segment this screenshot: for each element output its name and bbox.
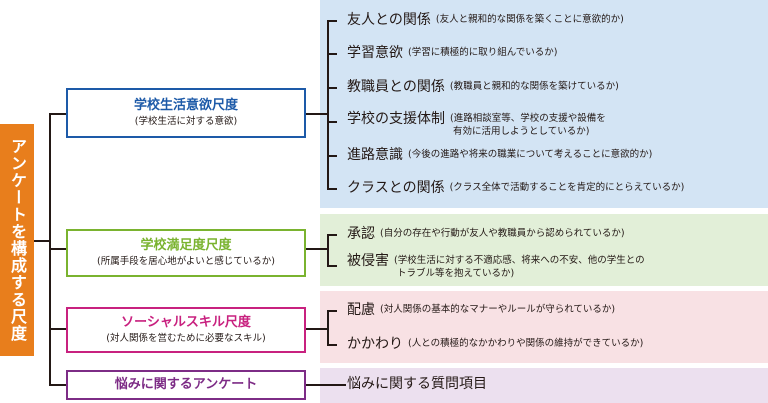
item-main: 配慮	[347, 302, 375, 318]
category-box-social-skills: ソーシャルスキル尺度 (対人関係を営むために必要なスキル)	[66, 307, 306, 353]
panel-worries	[320, 368, 768, 403]
item-main: 進路意識	[347, 147, 403, 163]
category-subtitle: (所属手段を居心地がよいと感じているか)	[97, 256, 275, 267]
cat1-tick	[327, 155, 337, 157]
item-main: クラスとの関係	[347, 180, 445, 196]
cat1-tick	[327, 20, 337, 22]
item-desc: (自分の存在や行動が友人や教職員から認められているか)	[380, 228, 625, 239]
trunk-branch-3	[49, 328, 66, 330]
item-desc: (学習に積極的に取り組んでいるか)	[408, 47, 558, 58]
item-desc: (教職員と親和的な関係を築けているか)	[449, 81, 619, 92]
item-main: 悩みに関する質問項目	[347, 376, 487, 392]
cat2-tick	[327, 265, 337, 267]
cat1-vertical	[327, 20, 329, 188]
trunk-branch-2	[49, 248, 66, 250]
cat1-tick	[327, 121, 337, 123]
item-recognition: 承認 (自分の存在や行動が友人や教職員から認められているか)	[347, 225, 625, 243]
item-desc: (人との積極的なかかわりや関係の維持ができているか)	[408, 338, 644, 349]
item-desc: (進路相談室等、学校の支援や設備を 有効に活用しようとしているか)	[450, 113, 606, 137]
item-desc: (学校生活に対する不適応感、将来への不安、他の学生との トラブル等を抱えているか…	[394, 255, 645, 279]
cat3-connector	[306, 328, 328, 330]
item-consideration: 配慮 (対人関係の基本的なマナーやルールが守られているか)	[347, 301, 615, 319]
item-desc: (クラス全体で活動することを肯定的にとらえているか)	[449, 182, 685, 193]
item-infringement: 被侵害 (学校生活に対する不適応感、将来への不安、他の学生との トラブル等を抱え…	[347, 252, 645, 280]
item-friend-relations: 友人との関係 (友人と親和的な関係を築くことに意欲的か)	[347, 11, 624, 29]
category-box-school-satisfaction: 学校満足度尺度 (所属手段を居心地がよいと感じているか)	[66, 229, 306, 277]
cat1-tick	[327, 87, 337, 89]
category-title: 学校満足度尺度	[140, 238, 232, 253]
category-box-school-motivation: 学校生活意欲尺度 (学校生活に対する意欲)	[66, 88, 306, 138]
item-desc: (友人と親和的な関係を築くことに意欲的か)	[435, 14, 624, 25]
cat1-connector	[306, 113, 328, 115]
item-main: 学校の支援体制	[347, 111, 445, 127]
category-title: ソーシャルスキル尺度	[121, 315, 251, 330]
item-learning-motivation: 学習意欲 (学習に積極的に取り組んでいるか)	[347, 44, 557, 62]
category-title: 学校生活意欲尺度	[133, 98, 238, 113]
trunk-branch-4	[49, 384, 66, 386]
cat2-tick	[327, 234, 337, 236]
item-desc: (対人関係の基本的なマナーやルールが守られているか)	[380, 304, 616, 315]
cat3-tick	[327, 344, 337, 346]
panel-school-motivation	[320, 0, 768, 208]
cat2-connector	[306, 248, 328, 250]
item-school-support: 学校の支援体制 (進路相談室等、学校の支援や設備を 有効に活用しようとしているか…	[347, 110, 606, 138]
item-main: 友人との関係	[347, 12, 431, 28]
root-connector	[34, 240, 50, 242]
category-title: 悩みに関するアンケート	[114, 377, 258, 392]
panel-school-satisfaction	[320, 214, 768, 286]
item-worry-questions: 悩みに関する質問項目	[347, 375, 487, 393]
root-label: アンケートを構成する尺度	[0, 124, 34, 356]
item-main: かかわり	[347, 336, 403, 352]
category-box-worries: 悩みに関するアンケート	[66, 370, 306, 400]
item-staff-relations: 教職員との関係 (教職員と親和的な関係を築けているか)	[347, 78, 619, 96]
cat4-connector	[306, 384, 346, 386]
panel-social-skills	[320, 291, 768, 363]
cat1-tick	[327, 53, 337, 55]
category-subtitle: (対人関係を営むために必要なスキル)	[106, 333, 266, 344]
item-main: 被侵害	[347, 253, 389, 269]
item-main: 承認	[347, 226, 375, 242]
item-main: 教職員との関係	[347, 79, 445, 95]
item-class-relations: クラスとの関係 (クラス全体で活動することを肯定的にとらえているか)	[347, 179, 684, 197]
item-desc: (今後の進路や将来の職業について考えることに意欲的か)	[408, 149, 653, 160]
item-career-awareness: 進路意識 (今後の進路や将来の職業について考えることに意欲的か)	[347, 146, 652, 164]
category-subtitle: (学校生活に対する意欲)	[134, 116, 238, 127]
cat3-tick	[327, 310, 337, 312]
cat1-tick	[327, 188, 337, 190]
item-main: 学習意欲	[347, 45, 403, 61]
trunk-branch-1	[49, 113, 66, 115]
cat3-vertical	[327, 310, 329, 344]
cat2-vertical	[327, 234, 329, 265]
item-involvement: かかわり (人との積極的なかかわりや関係の維持ができているか)	[347, 335, 643, 353]
